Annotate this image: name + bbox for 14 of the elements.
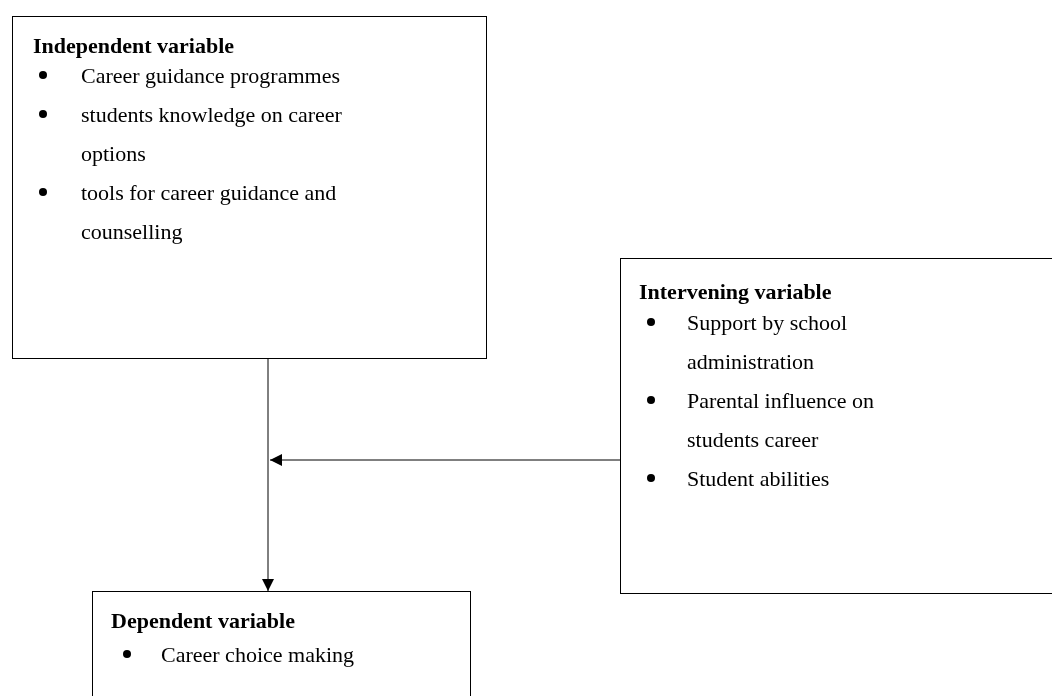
arrow <box>262 358 274 592</box>
variable-box <box>92 591 471 696</box>
box-heading: Independent variable <box>33 32 235 60</box>
variable-box <box>620 258 1052 594</box>
list-item: Student abilities <box>687 465 831 493</box>
arrow <box>269 454 621 466</box>
box-heading: Dependent variable <box>111 607 295 635</box>
list-item: Career choice making <box>161 641 355 669</box>
box-heading: Intervening variable <box>639 278 832 306</box>
variable-box <box>12 16 487 359</box>
list-item: tools for career guidance and counselling <box>81 179 338 246</box>
list-item: Support by school administration <box>687 309 849 376</box>
list-item: Parental influence on students career <box>687 387 875 454</box>
list-item: Career guidance programmes <box>81 62 341 90</box>
